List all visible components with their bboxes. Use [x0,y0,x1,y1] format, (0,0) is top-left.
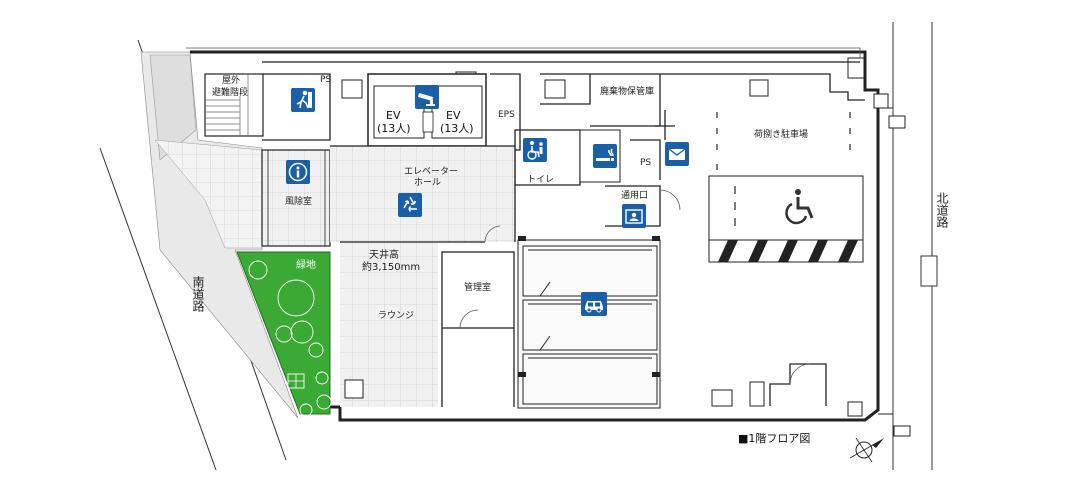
information-icon [286,160,310,184]
loading-parking-label: 荷捌き駐車場 [754,128,808,140]
outdoor-stairs: 屋外 避難階段 [204,73,264,137]
service-entrance-label: 通用口 [621,190,648,201]
management-room-label: 管理室 [464,281,491,293]
ceiling-height-label-2: 約3,150mm [362,260,420,273]
waste-storage-label: 廃棄物保管庫 [600,85,654,97]
green-area: 緑地 [236,251,364,417]
north-road-lines [892,22,938,470]
elevator-hall: エレベーター ホール [330,145,516,242]
south-road-label: 南道路 [191,275,205,313]
windbreak-room-label: 風除室 [285,195,312,207]
floor-caption: ■1階フロア図 [738,431,810,445]
wheelchair-icon [778,186,822,226]
compass-icon [849,437,884,463]
north-road-text: 北道路 [935,192,949,229]
smoking-area-icon [593,144,617,168]
ev-right-label-1: EV [446,109,461,122]
loading-parking-area: 荷捌き駐車場 [708,112,864,407]
outdoor-stairs-label-2: 避難階段 [212,86,248,98]
recycle-icon [398,193,422,217]
ps-right-label: PS [640,158,651,168]
windbreak-room: 風除室 [261,149,331,247]
toilet-label: トイレ [527,175,554,185]
ev-right-label-2: (13人) [440,122,474,135]
north-road-label: 北道路 [935,192,949,229]
building-outline [186,47,911,437]
security-camera-icon [415,85,439,109]
management-room: 管理室 [441,225,515,407]
outdoor-stairs-label-1: 屋外 [222,74,240,86]
ev-left-label-2: (13人) [377,122,411,135]
elevator-hall-label-2: ホール [414,177,441,188]
exit-icon [291,88,315,112]
south-road-text: 南道路 [191,275,205,313]
site-boundary [140,51,299,419]
parking-bays [517,236,661,409]
green-area-label: 緑地 [296,258,316,271]
ceiling-height-label-1: 天井高 [369,248,399,261]
car-icon [581,292,607,316]
staff-id-icon [622,204,646,228]
elevator-hall-label-1: エレベーター [404,166,458,177]
lounge-label: ラウンジ [378,310,414,321]
mail-icon [665,142,689,166]
ps-top-label: PS [320,75,331,85]
eps-label: EPS [498,110,515,120]
ev-left-label-1: EV [386,109,401,122]
accessible-toilet-icon [523,138,547,162]
